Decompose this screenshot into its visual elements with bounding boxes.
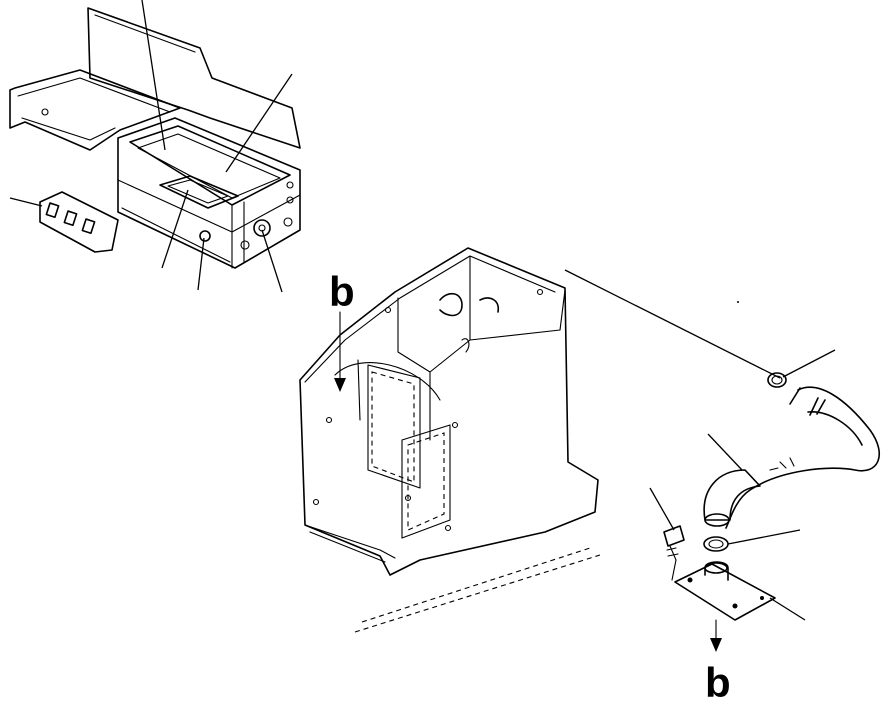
view-label-lower: b: [705, 659, 731, 701]
cabinet-assembly: [299, 247, 601, 633]
switch-panel-part: [39, 191, 119, 253]
hose-assembly: [564, 269, 881, 652]
elbow-part: [703, 469, 761, 527]
leader-lines-upper: [9, 0, 293, 293]
o-ring-part: [703, 536, 729, 552]
hose-clamp-part: [767, 372, 787, 388]
bolt-part: [663, 525, 685, 581]
control-box-assembly: [9, 7, 301, 269]
view-label-upper: b: [329, 268, 355, 315]
cover-plate-part: [674, 561, 776, 621]
